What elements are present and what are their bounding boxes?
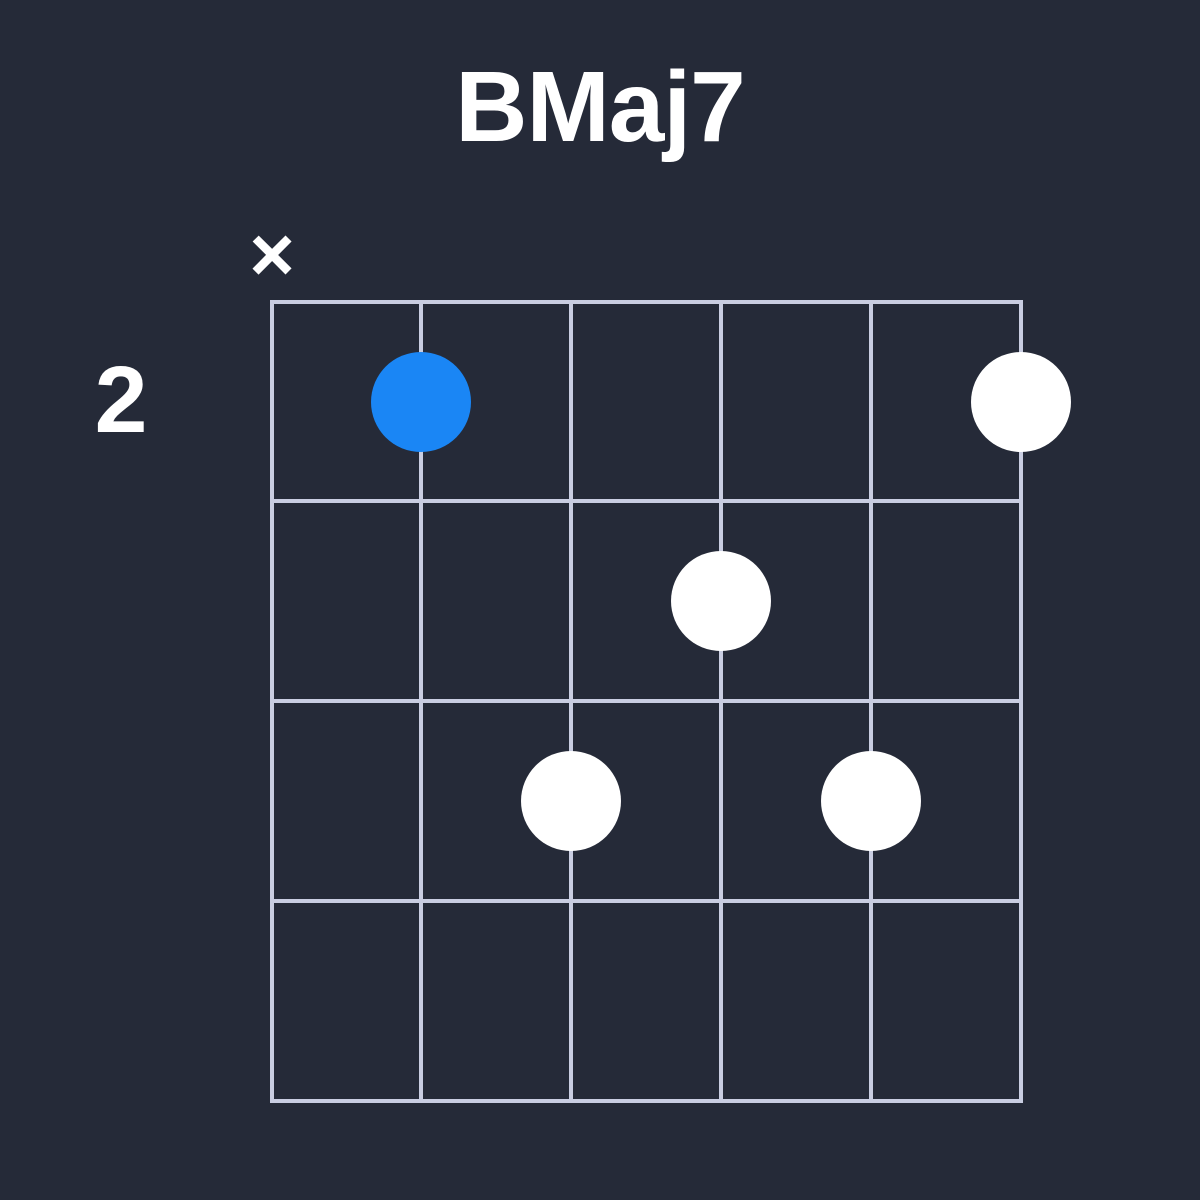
fret-line-3	[270, 899, 1023, 903]
finger-dot-string3-fret3[interactable]	[521, 751, 621, 851]
fret-line-2	[270, 699, 1023, 703]
muted-string-marker-1: ×	[249, 210, 295, 298]
fret-position-label: 2	[94, 347, 148, 453]
finger-dot-string6-fret1[interactable]	[971, 351, 1071, 452]
fret-line-1	[270, 499, 1023, 503]
finger-dot-string5-fret3[interactable]	[821, 751, 921, 851]
fret-line-0	[270, 300, 1023, 304]
finger-dot-string2-fret1[interactable]	[371, 351, 471, 452]
chord-name-title: BMaj7	[455, 51, 746, 163]
fret-line-4	[270, 1099, 1023, 1103]
finger-dot-string4-fret2[interactable]	[671, 551, 771, 651]
fretboard-grid	[270, 300, 1071, 1103]
